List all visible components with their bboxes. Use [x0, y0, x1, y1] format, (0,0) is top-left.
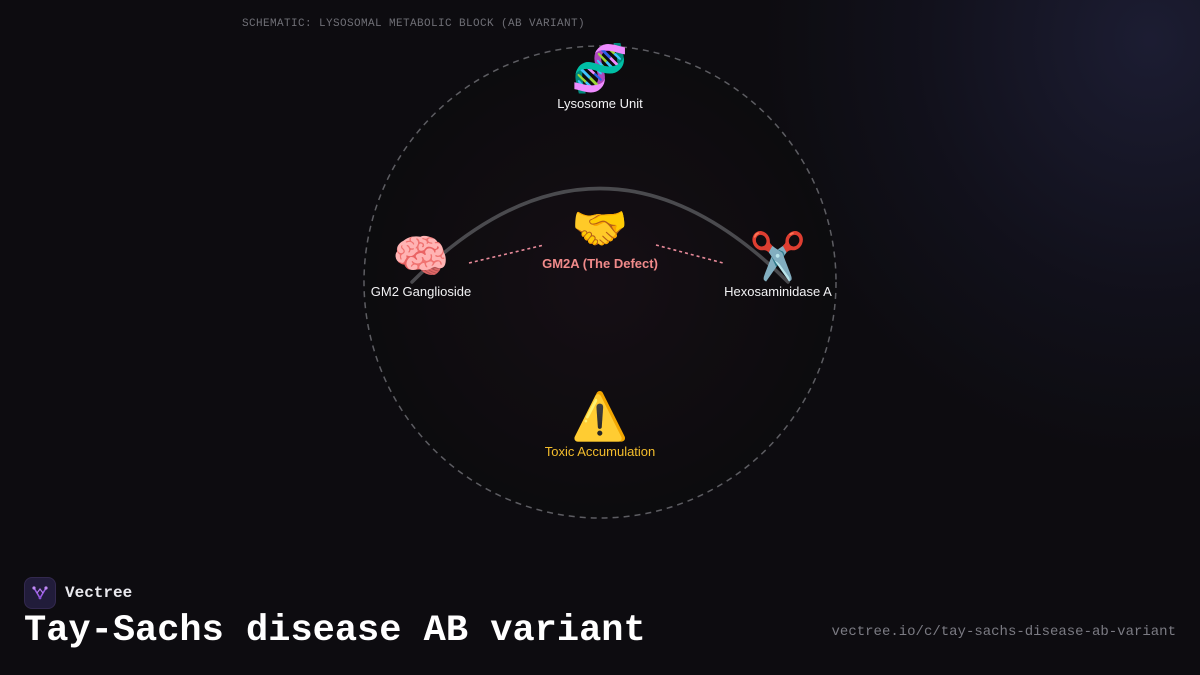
node-hexosaminidase-a: ✂️ Hexosaminidase A	[678, 228, 878, 299]
vectree-logo-icon	[24, 577, 56, 609]
handshake-icon: 🤝	[571, 202, 629, 254]
warning-icon: ⚠️	[571, 390, 629, 442]
page-title: Tay-Sachs disease AB variant	[24, 610, 646, 652]
dna-icon: 🧬	[571, 42, 629, 94]
node-toxic-accumulation: ⚠️ Toxic Accumulation	[500, 388, 700, 459]
defect-link-left	[468, 244, 545, 264]
schematic-caption: SCHEMATIC: LYSOSOMAL METABOLIC BLOCK (AB…	[242, 18, 586, 30]
node-gm2a-defect-label: GM2A (The Defect)	[542, 256, 658, 271]
node-lysosome-unit-label: Lysosome Unit	[557, 96, 643, 111]
page-url[interactable]: vectree.io/c/tay-sachs-disease-ab-varian…	[831, 624, 1176, 640]
brand: Vectree	[24, 577, 132, 609]
node-gm2a-defect: 🤝 GM2A (The Defect)	[500, 200, 700, 271]
node-hexosaminidase-a-label: Hexosaminidase A	[724, 284, 832, 299]
node-lysosome-unit: 🧬 Lysosome Unit	[500, 40, 700, 111]
node-gm2-ganglioside-label: GM2 Ganglioside	[370, 284, 472, 299]
brain-icon: 🧠	[392, 230, 450, 282]
brand-name: Vectree	[65, 584, 133, 602]
scissors-icon: ✂️	[749, 230, 807, 282]
lysosome-boundary	[363, 45, 837, 519]
substrate-arc	[410, 186, 790, 284]
node-gm2-ganglioside: 🧠 GM2 Ganglioside	[321, 228, 521, 299]
node-toxic-accumulation-label: Toxic Accumulation	[544, 444, 656, 459]
